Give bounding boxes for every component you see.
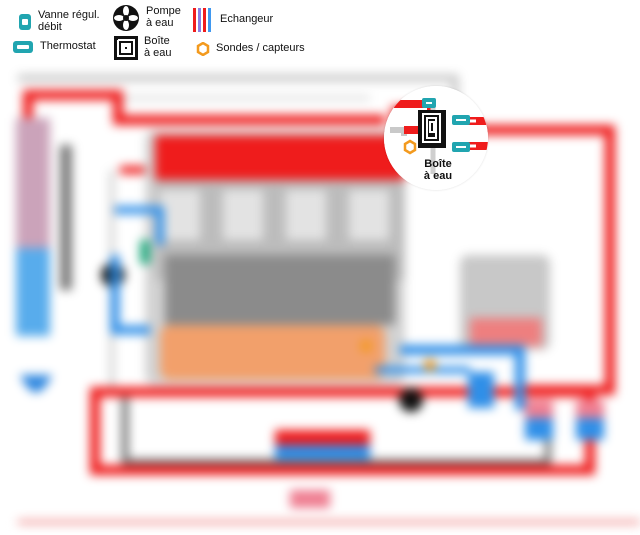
legend-item-water-box: Boîte à eau <box>114 36 172 60</box>
legend-item-pump: Pompe à eau <box>112 4 181 32</box>
small-exchanger <box>468 372 494 408</box>
legend-item-exchanger: Echangeur <box>192 6 273 34</box>
legend-label-valve: Vanne régul. débit <box>38 9 100 33</box>
cold-pipe-right <box>400 345 525 410</box>
water-box-zoom-graphic <box>384 86 488 190</box>
legend-item-thermostat: Thermostat <box>12 40 96 54</box>
expansion-tank <box>20 375 52 393</box>
legend-label-water-box: Boîte à eau <box>144 35 172 59</box>
legend-label-thermostat: Thermostat <box>40 40 96 53</box>
legend: Vanne régul. débit Pompe à eau <box>0 0 325 64</box>
secondary-pump <box>399 388 423 412</box>
pump-icon <box>113 5 139 31</box>
cold-pipe-left <box>110 255 150 335</box>
bottom-exchanger <box>290 490 330 508</box>
zoom-label-water-box: Boîte à eau <box>423 158 453 182</box>
thermostat-icon <box>13 41 33 53</box>
oil-sump <box>160 325 385 380</box>
hot-pipe-bottom-loop <box>90 387 595 475</box>
valve-icon <box>19 13 31 30</box>
water-box-zoom: Boîte à eau <box>384 86 488 190</box>
crankcase <box>165 255 395 325</box>
legend-label-exchanger: Echangeur <box>220 13 274 26</box>
fan <box>60 145 72 290</box>
dark-gray-pipe-right <box>360 430 551 465</box>
sensor-right <box>424 359 436 371</box>
sensor-icon <box>196 42 210 56</box>
right-exchanger-2-hot <box>576 400 604 418</box>
hot-pipe-top-left <box>23 90 385 125</box>
water-box-icon <box>114 36 138 60</box>
secondary-block-hot <box>470 318 542 346</box>
legend-label-sensor: Sondes / capteurs <box>216 42 305 55</box>
right-exchanger-1-hot <box>525 400 553 418</box>
cylinder-4 <box>349 190 389 240</box>
legend-item-valve: Vanne régul. débit <box>18 9 100 33</box>
legend-label-pump: Pompe à eau <box>146 5 181 29</box>
legend-item-sensor: Sondes / capteurs <box>196 42 305 56</box>
heat-exchanger-icon <box>192 6 214 34</box>
radiator-upper-hot <box>16 118 50 248</box>
sensor-engine <box>360 340 372 352</box>
pump-inlet <box>140 240 150 264</box>
cold-pipe-engine-left <box>115 206 164 245</box>
cylinder-head-hot <box>155 135 405 185</box>
cylinder-1 <box>160 190 200 240</box>
cylinder-2 <box>223 190 263 240</box>
heater-core-bottom <box>275 445 370 460</box>
dark-gray-pipe-bottom <box>121 395 360 466</box>
cylinder-3 <box>286 190 326 240</box>
